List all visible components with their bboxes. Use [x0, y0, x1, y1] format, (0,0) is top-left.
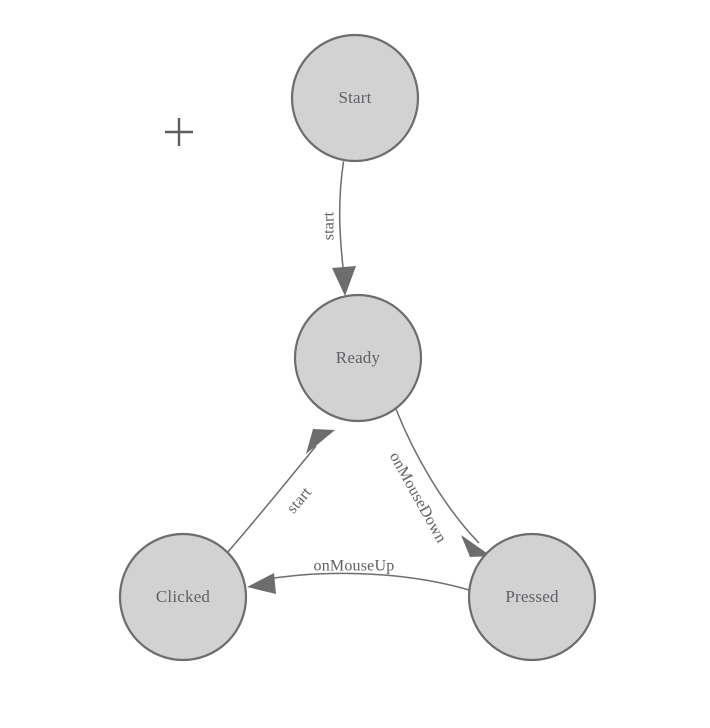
node-start-circle: [290, 33, 420, 163]
node-start[interactable]: Start: [290, 33, 420, 163]
node-ready[interactable]: Ready: [293, 293, 423, 423]
node-clicked-label: Clicked: [156, 587, 211, 606]
edge-label-ready-to-pressed: onMouseDown: [386, 449, 450, 545]
edge-clicked-to-ready[interactable]: start: [226, 429, 335, 554]
arrow-head-clicked-to-ready: [306, 429, 335, 454]
crosshair-icon: [165, 118, 193, 146]
edge-start-to-ready[interactable]: start: [321, 161, 356, 297]
node-pressed[interactable]: Pressed: [467, 532, 597, 662]
edge-path-ready-to-pressed: [395, 408, 480, 544]
node-clicked-circle: [118, 532, 248, 662]
edge-label-pressed-to-clicked: onMouseUp: [314, 558, 395, 575]
edge-label-clicked-to-ready: start: [284, 484, 316, 517]
arrow-head-pressed-to-clicked: [247, 573, 276, 594]
node-clicked[interactable]: Clicked: [118, 532, 248, 662]
node-start-label: Start: [338, 88, 371, 107]
edge-ready-to-pressed[interactable]: onMouseDown: [386, 408, 491, 557]
edge-pressed-to-clicked[interactable]: onMouseUp: [247, 558, 470, 594]
node-ready-circle: [293, 293, 423, 423]
edge-label-start-to-ready: start: [321, 211, 338, 240]
edge-path-clicked-to-ready: [226, 445, 317, 554]
node-ready-label: Ready: [336, 348, 381, 367]
edge-path-start-to-ready: [338, 161, 345, 273]
edge-path-pressed-to-clicked: [261, 572, 470, 591]
arrow-head-ready-to-pressed: [461, 535, 491, 557]
node-pressed-label: Pressed: [505, 587, 559, 606]
node-pressed-circle: [467, 532, 597, 662]
arrow-head-start-to-ready: [332, 266, 356, 296]
